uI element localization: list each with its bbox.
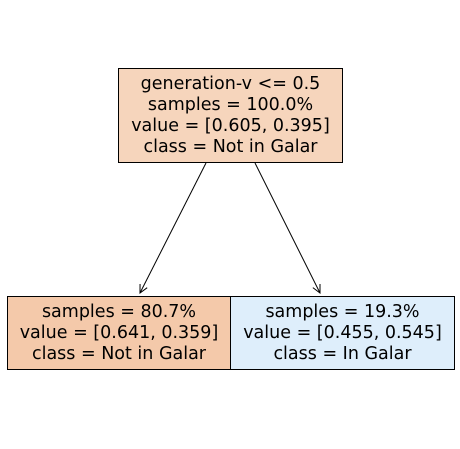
left-samples-label: samples = 80.7% [41, 301, 197, 322]
left-leaf-node: samples = 80.7% value = [0.641, 0.359] c… [7, 296, 231, 370]
right-value-label: value = [0.455, 0.545] [243, 322, 442, 343]
root-samples-label: samples = 100.0% [147, 94, 314, 115]
root-split-label: generation-v <= 0.5 [140, 73, 321, 94]
right-class-label: class = In Galar [273, 343, 412, 364]
root-node: generation-v <= 0.5 samples = 100.0% val… [118, 68, 343, 163]
right-leaf-node: samples = 19.3% value = [0.455, 0.545] c… [230, 296, 455, 370]
edge-root-to-right [254, 162, 320, 293]
right-samples-label: samples = 19.3% [265, 301, 420, 322]
left-class-label: class = Not in Galar [31, 343, 207, 364]
left-value-label: value = [0.641, 0.359] [19, 322, 219, 343]
root-class-label: class = Not in Galar [143, 136, 318, 157]
root-value-label: value = [0.605, 0.395] [131, 115, 330, 136]
edge-root-to-left [140, 162, 207, 293]
